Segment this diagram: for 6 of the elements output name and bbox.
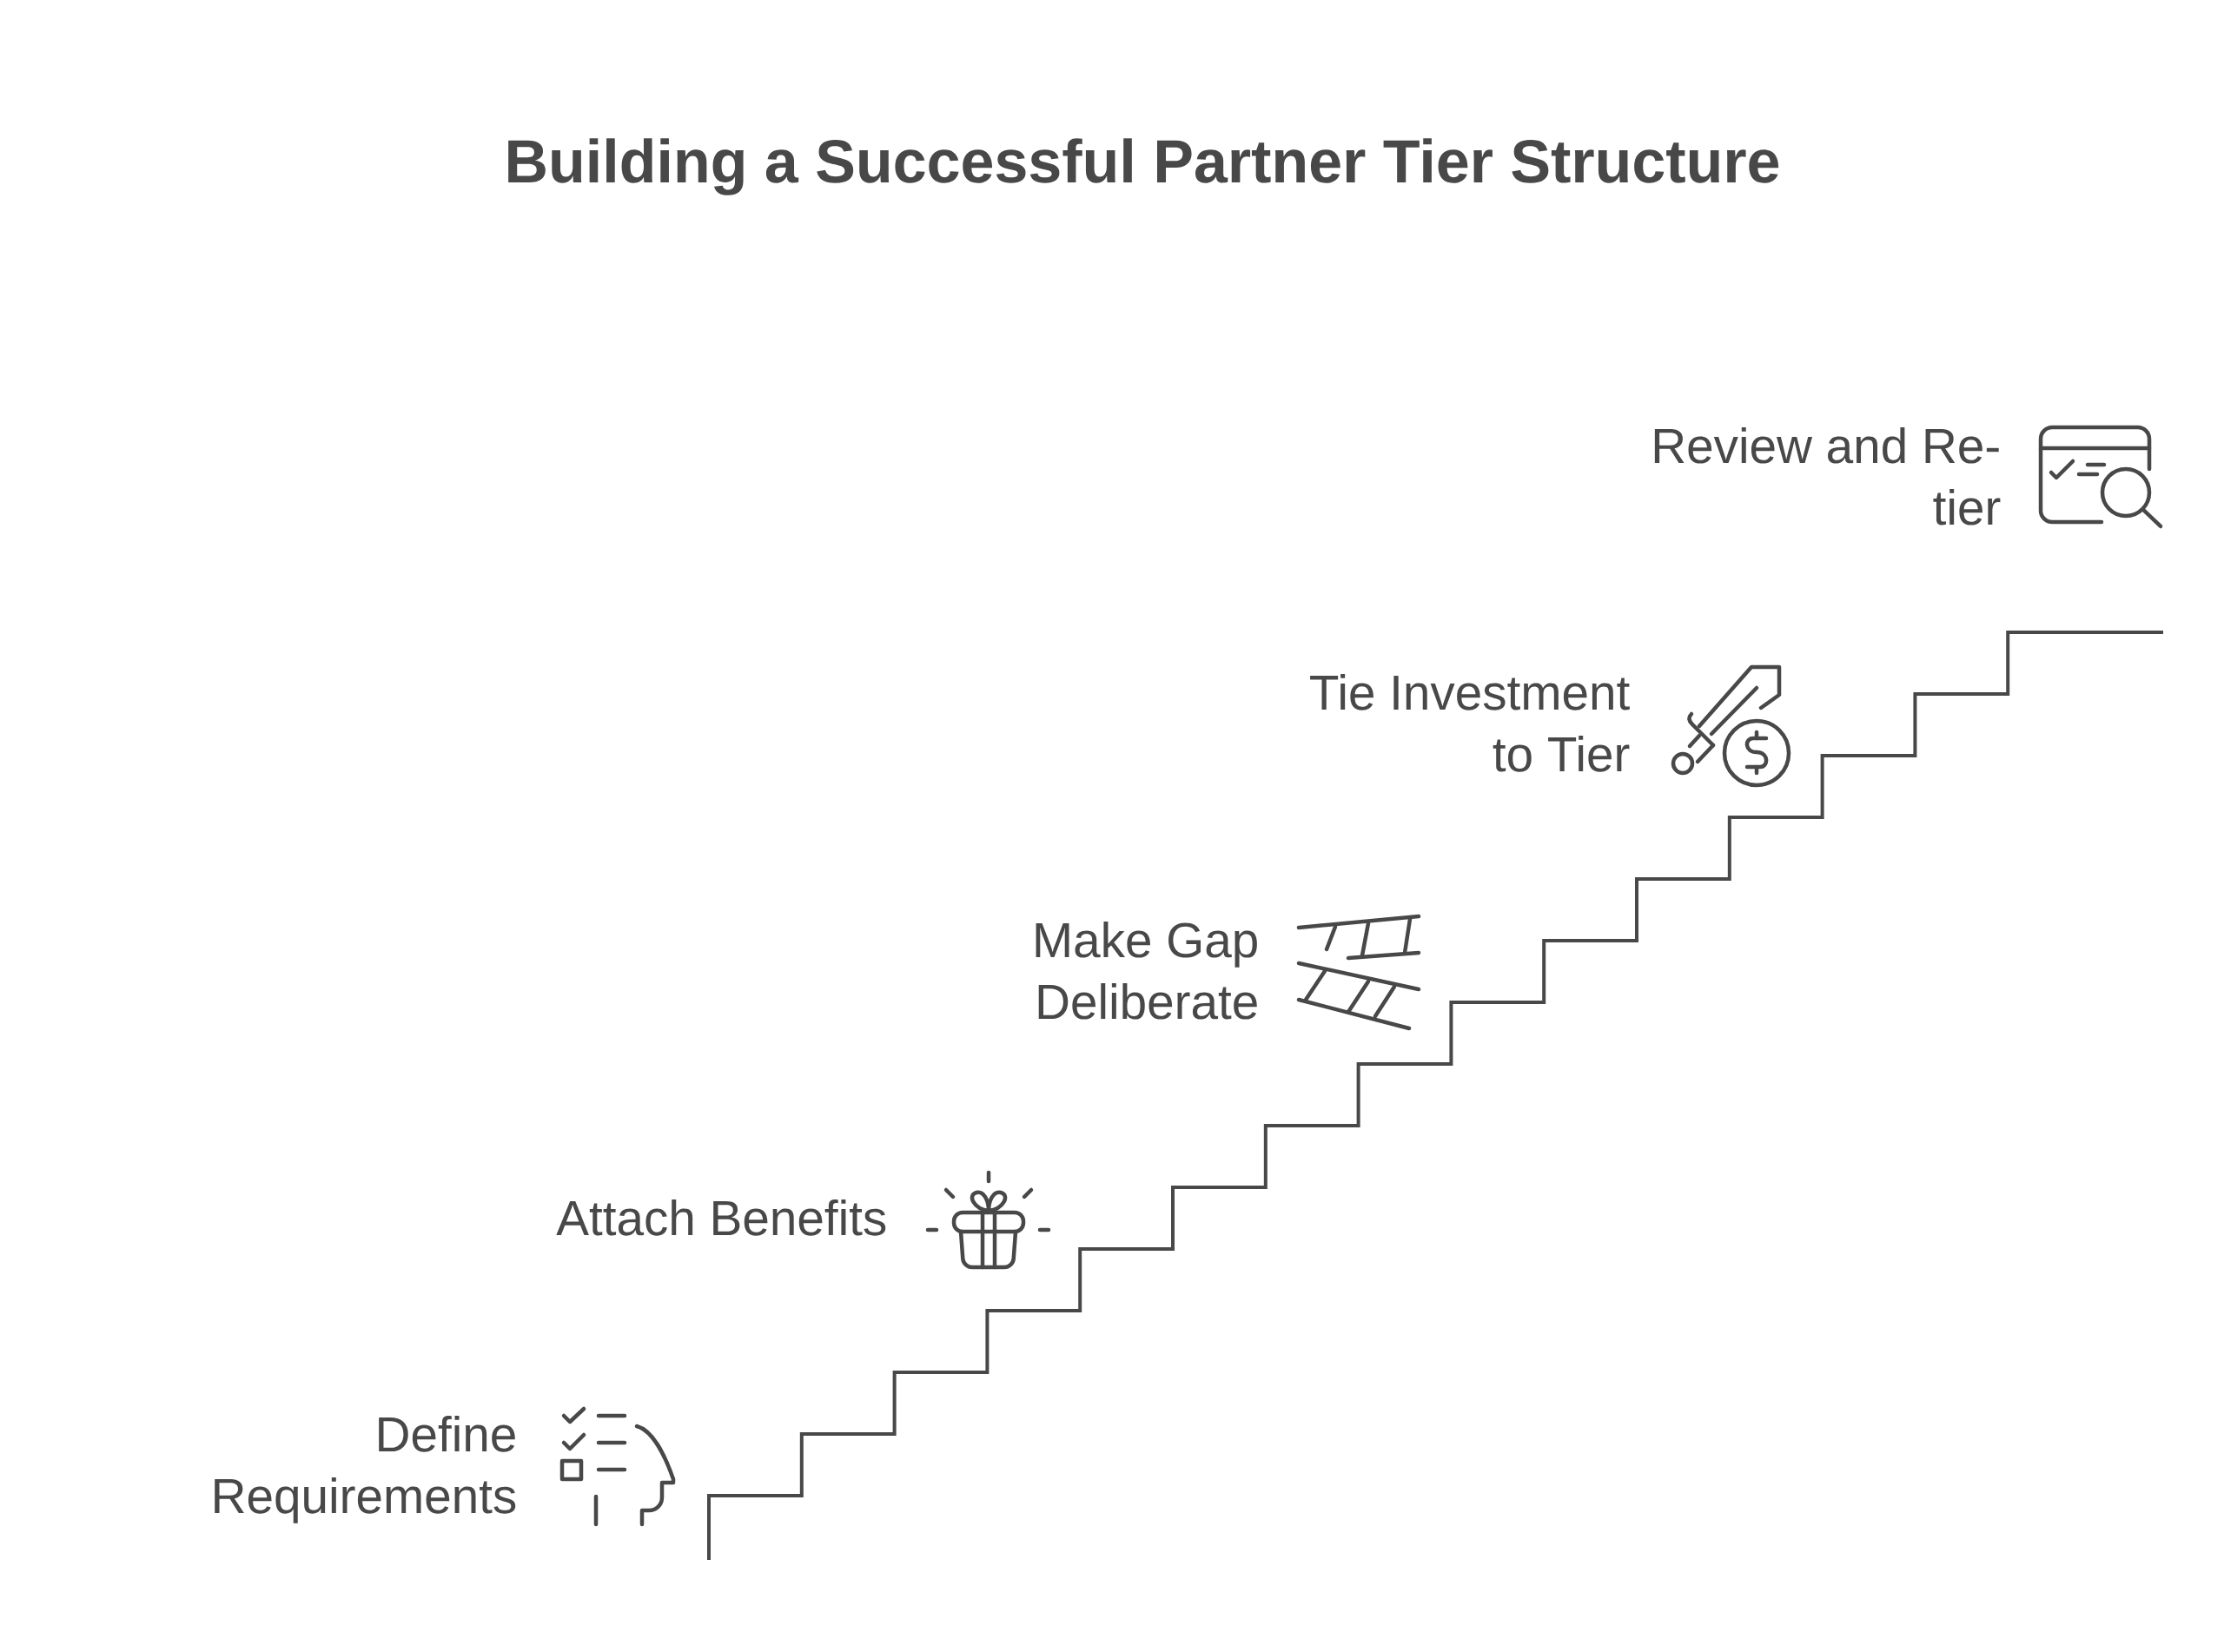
title: Building a Successful Partner Tier Structure xyxy=(508,138,1779,195)
step-label: Review and Re-tier xyxy=(1654,427,2001,525)
step-label: Attach Benefits xyxy=(556,1199,886,1236)
step-label: Make Gap Deliberate xyxy=(1036,922,1257,1020)
step-label: Tie Investment to Tier xyxy=(1310,674,1630,772)
step-label: Define Requirements xyxy=(215,1416,516,1523)
